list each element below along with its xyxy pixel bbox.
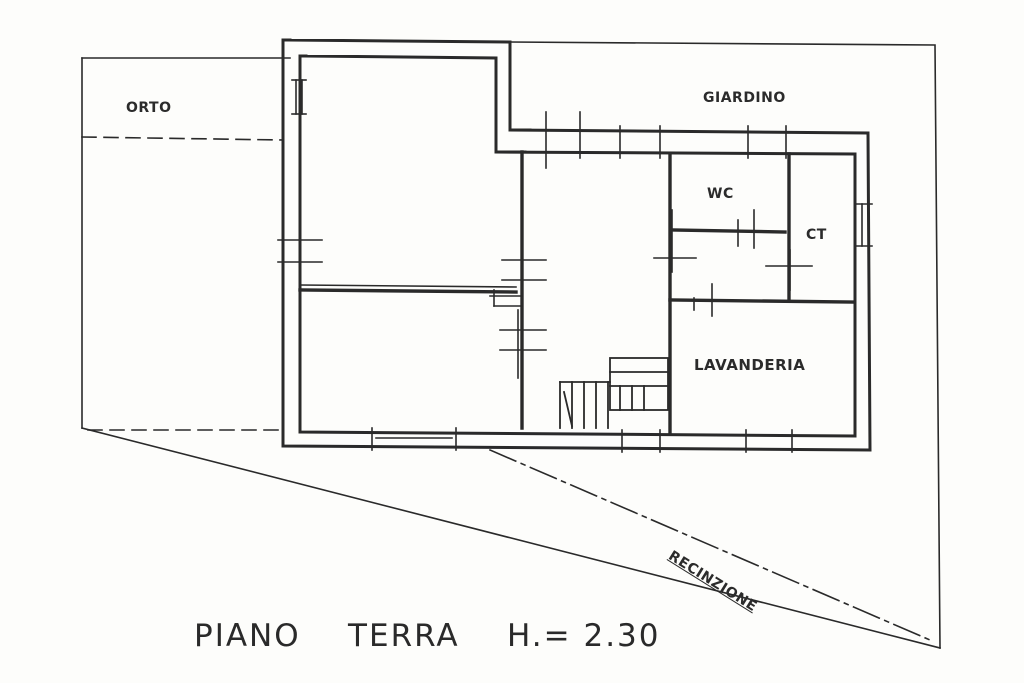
orto-dashed-lines (81, 136, 286, 431)
plan-title: PIANO TERRA H.= 2.30 (194, 618, 661, 654)
room-label-ct: CT (806, 227, 827, 243)
room-label-wc: WC (707, 186, 734, 202)
fence-line (488, 448, 932, 642)
staircase (559, 357, 669, 429)
north-room-wall (494, 56, 532, 154)
interior-walls (298, 150, 854, 434)
room-label-lavanderia: LAVANDERIA (694, 356, 806, 374)
room-label-giardino: GIARDINO (703, 90, 786, 106)
room-label-orto: ORTO (126, 100, 172, 116)
lot-boundary (81, 41, 941, 649)
window-marks (277, 79, 873, 453)
door-marks (489, 111, 813, 379)
